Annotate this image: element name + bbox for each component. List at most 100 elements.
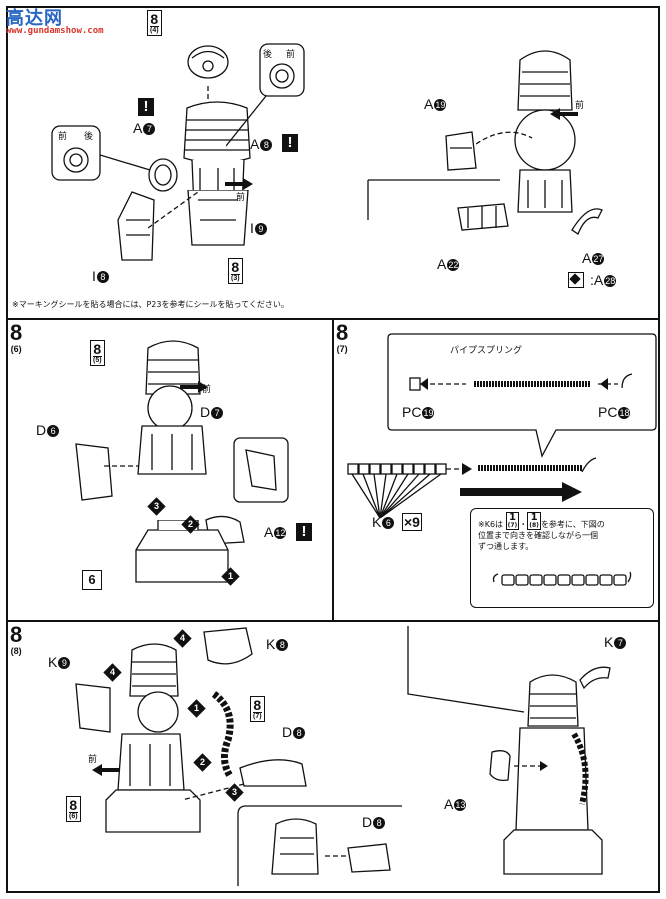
dashed-arrow-k6	[446, 463, 472, 475]
note-ref-2: 1(8)	[527, 512, 541, 530]
circle-callout-right	[259, 43, 305, 97]
divider-col-row2	[332, 318, 334, 620]
part-robot-final	[503, 674, 603, 875]
logo-chinese: 高达网	[6, 8, 63, 29]
dashed-link-a13	[514, 761, 548, 771]
warning-icon-a7: !	[138, 98, 154, 116]
label-front-right: 前	[286, 50, 296, 60]
leader-a7	[100, 154, 151, 171]
ref-step-8-5: 8(5)	[90, 340, 105, 366]
part-a22	[457, 203, 509, 231]
note-chain-diagram	[492, 571, 632, 586]
part-head-cap	[187, 45, 229, 79]
part-base-6	[135, 520, 229, 583]
dashed-link-i8	[148, 191, 199, 229]
logo-url: www.gundamshow.com	[6, 26, 104, 36]
label-front-b: 前	[575, 101, 585, 111]
panel-f-bracket	[407, 626, 525, 713]
note-text-k6: ※K6は 1(7)・1(8)を参考に、下図の 位置まで向きを確認しながら一個 ず…	[478, 512, 605, 551]
panel-b-bracket	[367, 179, 500, 220]
arrow-front-e	[92, 764, 120, 776]
order-badge-e1: 1	[187, 699, 206, 718]
label-back-right: 後	[263, 50, 273, 60]
order-badge-e4a: 4	[173, 629, 192, 648]
site-logo: 高达网 www.gundamshow.com	[4, 4, 104, 38]
part-d6	[75, 443, 113, 501]
leader-fan-k6	[351, 473, 442, 519]
label-front-left: 前	[58, 132, 68, 142]
warning-icon-a12: !	[296, 523, 312, 541]
label-arrow-front: 前	[236, 193, 246, 203]
part-torso-lower	[187, 190, 249, 246]
part-body-assembly	[137, 340, 207, 475]
step-number-8-8: 8(8)	[10, 622, 23, 656]
order-badge-e3: 3	[225, 783, 244, 802]
note-box-k6	[470, 508, 654, 608]
order-badge-3: 3	[147, 497, 166, 516]
callout-leader-right	[226, 96, 267, 147]
part-spring-arm	[211, 691, 234, 778]
divider-row2	[6, 620, 660, 622]
dashed-link-a19	[476, 131, 533, 145]
ref-step-8-6: 8(6)	[66, 796, 81, 822]
order-badge-e4b: 4	[103, 663, 122, 682]
part-k8	[203, 627, 253, 665]
arrow-front	[225, 178, 253, 190]
part-a27	[571, 208, 603, 235]
part-robot-torso	[514, 50, 576, 213]
order-badge-e2: 2	[193, 753, 212, 772]
part-k7	[579, 666, 611, 690]
part-k9	[75, 683, 111, 733]
part-k6-row	[347, 463, 447, 475]
part-body-full	[105, 643, 201, 833]
arrow-front-b	[550, 108, 578, 120]
big-arrow-right	[460, 482, 582, 502]
part-i8-leg	[117, 191, 155, 261]
callout-pipe-spring	[387, 333, 657, 458]
note-ref-1: 1(7)	[505, 512, 520, 530]
ref-step-bottom: 8(3)	[228, 258, 243, 284]
part-d8	[239, 759, 307, 787]
label-pipe-spring: パイプスプリング	[450, 346, 523, 356]
label-front-e: 前	[88, 755, 98, 765]
base-number-6: 6	[82, 570, 102, 590]
callout-box-a12	[233, 437, 289, 503]
ref-step-top: 8(4)	[147, 10, 162, 36]
label-back-left: 後	[84, 132, 94, 142]
label-k6-qty: ×9	[402, 513, 422, 531]
step-number-8-7: 8(7)	[336, 320, 349, 354]
footnote-sticker: ※マーキングシールを貼る場合には、P23を参考にシールを貼ってください。	[12, 300, 289, 309]
arrow-front-c	[180, 381, 208, 393]
part-a13	[489, 750, 511, 782]
order-badge-2: 2	[181, 515, 200, 534]
ref-step-8-7: 8(7)	[250, 696, 265, 722]
part-spring-assembled	[478, 457, 597, 473]
part-a19	[445, 131, 477, 171]
warning-icon-a8: !	[282, 134, 298, 152]
part-a7-disc	[148, 158, 178, 192]
dashed-link-d6	[104, 465, 138, 467]
page-frame	[6, 6, 660, 893]
label-front-c: 前	[202, 385, 212, 395]
circle-callout-left	[51, 125, 101, 181]
